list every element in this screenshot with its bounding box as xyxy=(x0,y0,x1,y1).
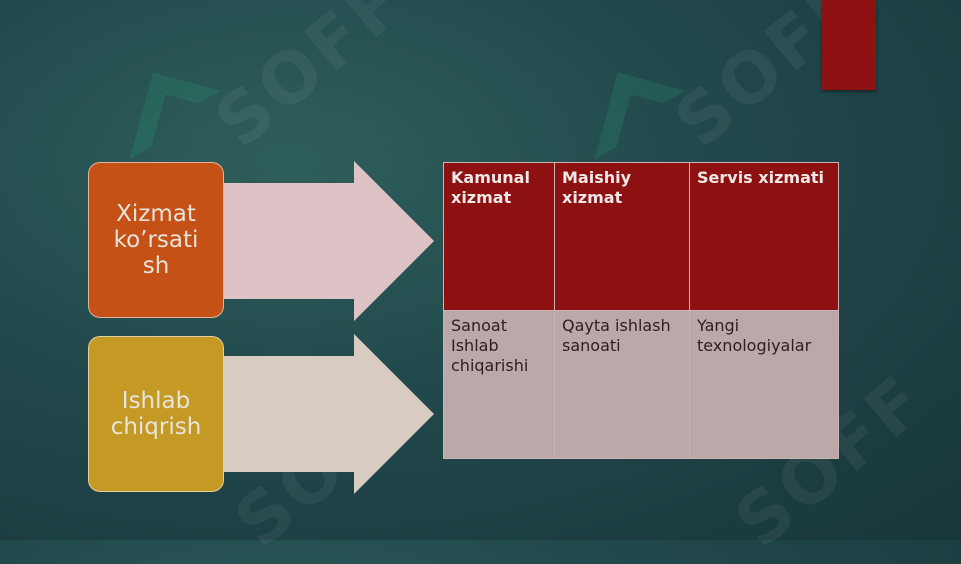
service-box: Xizmat ko’rsati sh xyxy=(88,162,224,318)
arrow-bottom-icon xyxy=(224,334,434,494)
table-cell: Yangi texnologiyalar xyxy=(689,310,839,459)
table-cell: Qayta ishlash sanoati xyxy=(554,310,690,459)
arrow-top-icon xyxy=(224,161,434,321)
table-header-cell: Maishiy xizmat xyxy=(554,162,690,311)
production-box-label: Ishlab chiqrish xyxy=(110,388,202,440)
production-box: Ishlab chiqrish xyxy=(88,336,224,492)
accent-bar xyxy=(822,0,876,90)
table-cell: Sanoat Ishlab chiqarishi xyxy=(443,310,555,459)
service-box-label: Xizmat ko’rsati sh xyxy=(113,201,199,279)
table-header-cell: Kamunal xizmat xyxy=(443,162,555,311)
table-header-row: Kamunal xizmat Maishiy xizmat Servis xiz… xyxy=(443,162,839,311)
table-header-cell: Servis xizmati xyxy=(689,162,839,311)
watermark-text: SOFF xyxy=(199,0,422,164)
table-row: Sanoat Ishlab chiqarishi Qayta ishlash s… xyxy=(443,310,839,459)
service-table: Kamunal xizmat Maishiy xizmat Servis xiz… xyxy=(443,162,839,459)
